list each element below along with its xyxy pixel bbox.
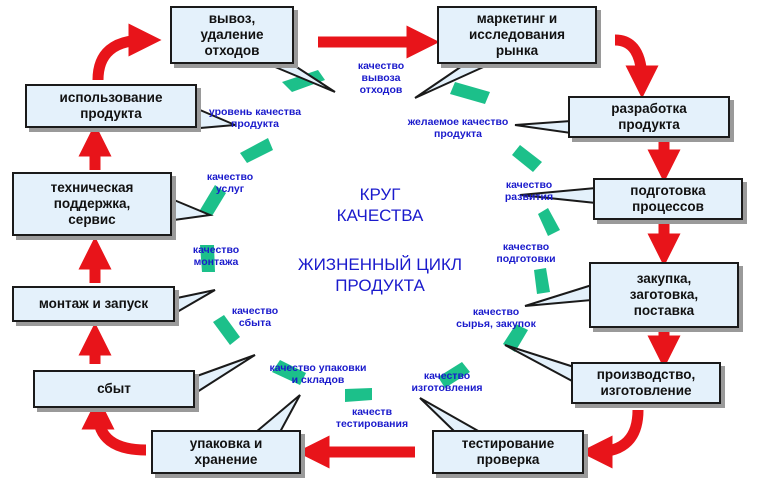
ring-wedge-6: [503, 324, 528, 352]
center-subtitle: ЖИЗНЕННЫЙ ЦИКЛ ПРОДУКТА: [297, 255, 463, 295]
arrow-use-to-waste: [92, 23, 162, 81]
ring-wedge-13: [240, 138, 273, 163]
tail-use: [199, 108, 236, 130]
ring-wedge-12: [200, 185, 226, 216]
callout-tails: [173, 63, 597, 433]
ring-wedge-3: [512, 145, 542, 172]
stage-box-product-use: использование продукта: [25, 84, 197, 128]
tail-packaging: [253, 394, 301, 433]
stage-box-technical-support: техническая поддержка, сервис: [12, 172, 172, 236]
center-title: КРУГ КАЧЕСТВА: [336, 185, 424, 225]
stage-box-marketing: маркетинг и исследования рынка: [437, 6, 597, 64]
quality-label-sales: качество сбыта: [231, 305, 279, 329]
tail-marketing: [414, 63, 491, 99]
quality-label-desired: желаемое качество продукта: [407, 116, 509, 140]
arrow-manufacture-to-testing: [579, 409, 644, 469]
stage-box-product-development: разработка продукта: [568, 96, 730, 138]
ring-wedge-5: [534, 268, 550, 294]
tail-install: [176, 289, 216, 314]
ring-wedge-9: [272, 360, 306, 385]
stage-box-packaging: упаковка и хранение: [151, 430, 301, 474]
tail-manufacture: [504, 344, 575, 384]
ring-wedge-10: [213, 315, 240, 345]
arrow-packaging-to-sales: [81, 396, 147, 456]
tail-testing: [419, 397, 484, 433]
ring-wedge-11: [200, 245, 215, 272]
ring-wedge-1: [282, 70, 325, 92]
quality-label-testing: качеств тестирования: [335, 406, 409, 430]
arrow-marketing-to-dev: [614, 34, 659, 99]
quality-label-waste: качество вывоза отходов: [357, 60, 405, 96]
quality-ring: [200, 70, 560, 402]
stage-box-testing: тестирование проверка: [432, 430, 584, 474]
tail-waste: [267, 63, 336, 93]
stage-box-procurement: закупка, заготовка, поставка: [589, 262, 739, 328]
quality-label-preparation: качество подготовки: [496, 241, 556, 265]
quality-label-materials: качество сырья, закупок: [456, 306, 536, 330]
ring-wedge-7: [438, 362, 470, 388]
quality-label-development: качество развития: [504, 179, 554, 203]
stage-box-process-preparation: подготовка процессов: [593, 178, 743, 220]
quality-label-manufacturing: качество изготовления: [411, 370, 483, 394]
stage-box-sales: сбыт: [33, 370, 195, 408]
quality-label-services: качество услуг: [206, 171, 254, 195]
tail-sales: [196, 354, 256, 394]
tail-support: [173, 198, 214, 222]
quality-label-installation: качество монтажа: [192, 244, 240, 268]
quality-label-packaging: качество упаковки и складов: [269, 362, 367, 386]
stage-box-manufacturing: производство, изготовление: [571, 362, 721, 404]
stage-box-waste-removal: вывоз, удаление отходов: [170, 6, 294, 64]
ring-wedge-2: [450, 82, 490, 104]
tail-procurement: [524, 283, 593, 307]
stage-box-installation: монтаж и запуск: [12, 286, 175, 322]
ring-wedge-8: [345, 388, 372, 402]
quality-label-product-level: уровень качества продукта: [208, 106, 302, 130]
flow-arrows: [78, 23, 681, 469]
ring-wedge-4: [538, 208, 560, 236]
